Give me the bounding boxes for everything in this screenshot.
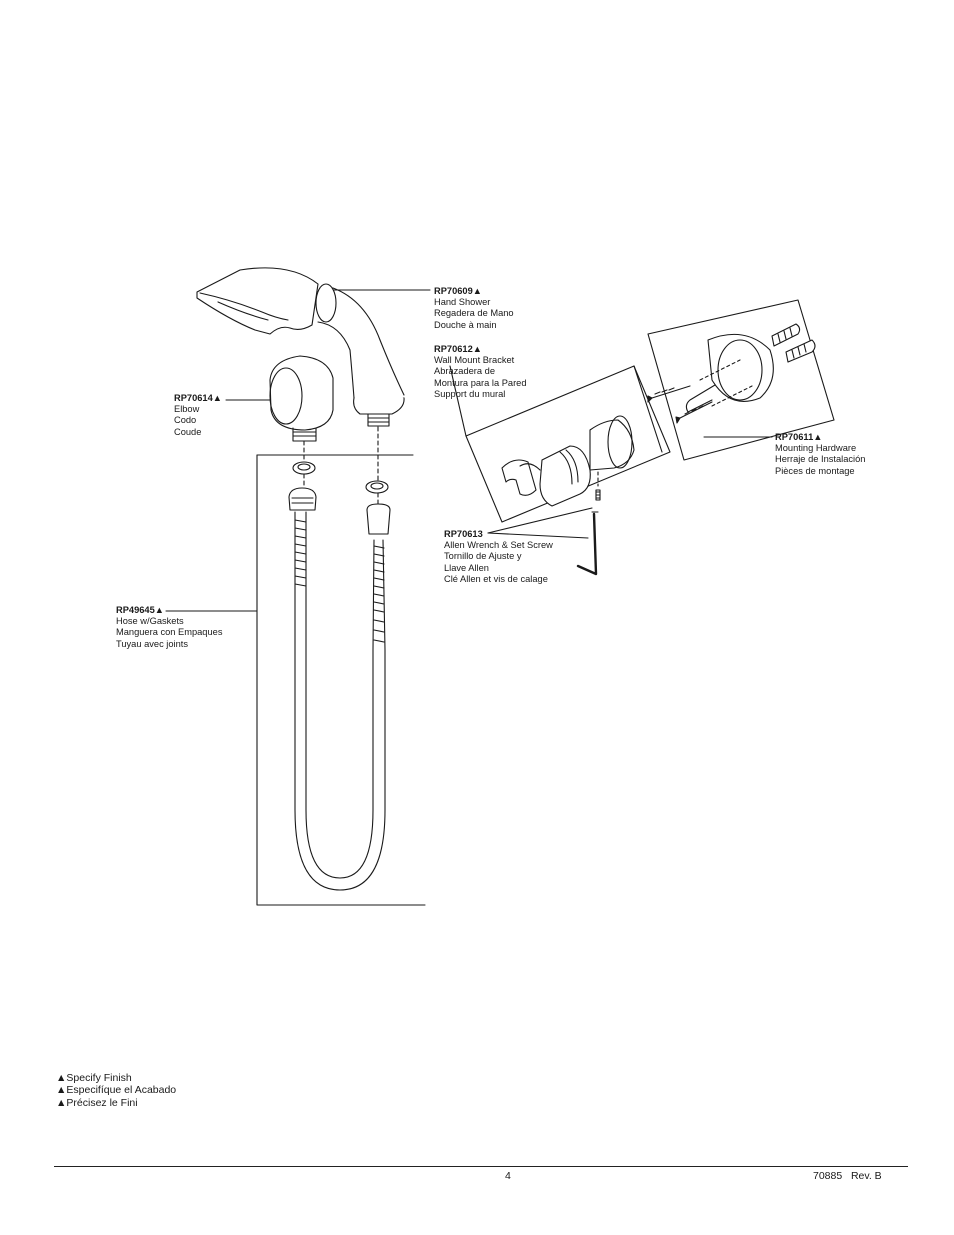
part-desc-en: Elbow [174,404,200,415]
part-desc-es: Tornillo de Ajuste y [444,551,522,562]
part-desc-es: Abrazadera de [434,366,495,377]
part-number: RP49645▲ [116,605,164,615]
document-revision: 70885 Rev. B [813,1170,882,1182]
part-desc-es: Herraje de Instalación [775,454,866,465]
part-number: RP70609▲ [434,286,482,296]
part-desc-fr: Pièces de montage [775,465,855,476]
part-desc-es-2: Montura para la Pared [434,377,527,388]
footnote-es: ▲Especifíque el Acabado [56,1084,177,1097]
part-number: RP70613 [444,529,483,539]
callout-allen-wrench: RP70613 Allen Wrench & Set Screw Tornill… [444,529,553,585]
part-desc-fr: Clé Allen et vis de calage [444,573,548,584]
part-desc-es-2: Llave Allen [444,562,489,573]
part-desc-fr: Tuyau avec joints [116,638,189,649]
part-desc-es: Manguera con Empaques [116,627,223,638]
page-number: 4 [505,1170,511,1182]
part-number: RP70612▲ [434,344,482,354]
part-number: RP70611▲ [775,432,823,442]
wall-bracket-drawing [465,365,671,523]
allen-wrench-drawing [576,511,599,576]
part-desc-en: Hand Shower [434,297,491,308]
part-desc-en: Allen Wrench & Set Screw [444,540,553,551]
hand-shower-drawing [196,267,405,427]
part-desc-en: Mounting Hardware [775,443,857,454]
callout-hose: RP49645▲ Hose w/Gaskets Manguera con Emp… [116,605,222,650]
callout-wall-mount-bracket: RP70612▲ Wall Mount Bracket Abrazadera d… [434,344,527,400]
footnote-en: ▲Specify Finish [56,1072,132,1084]
footer-rule [54,1166,908,1167]
part-desc-en: Hose w/Gaskets [116,616,184,627]
part-desc-es: Codo [174,415,197,426]
part-desc-es: Regadera de Mano [434,308,514,319]
callout-mounting-hardware: RP70611▲ Mounting Hardware Herraje de In… [775,432,865,477]
finish-footnote: ▲Specify Finish ▲Especifíque el Acabado … [56,1072,176,1109]
mounting-hardware-drawing [647,299,835,461]
hose-drawing [294,511,386,891]
part-desc-en: Wall Mount Bracket [434,355,515,366]
elbow-drawing [269,355,334,442]
part-number: RP70614▲ [174,393,222,403]
callout-hand-shower: RP70609▲ Hand Shower Regadera de Mano Do… [434,286,514,331]
footnote-fr: ▲Précisez le Fini [56,1096,138,1109]
part-desc-fr: Coude [174,426,202,437]
part-desc-fr: Douche à main [434,319,497,330]
part-desc-fr: Support du mural [434,388,506,399]
callout-elbow: RP70614▲ Elbow Codo Coude [174,393,222,438]
